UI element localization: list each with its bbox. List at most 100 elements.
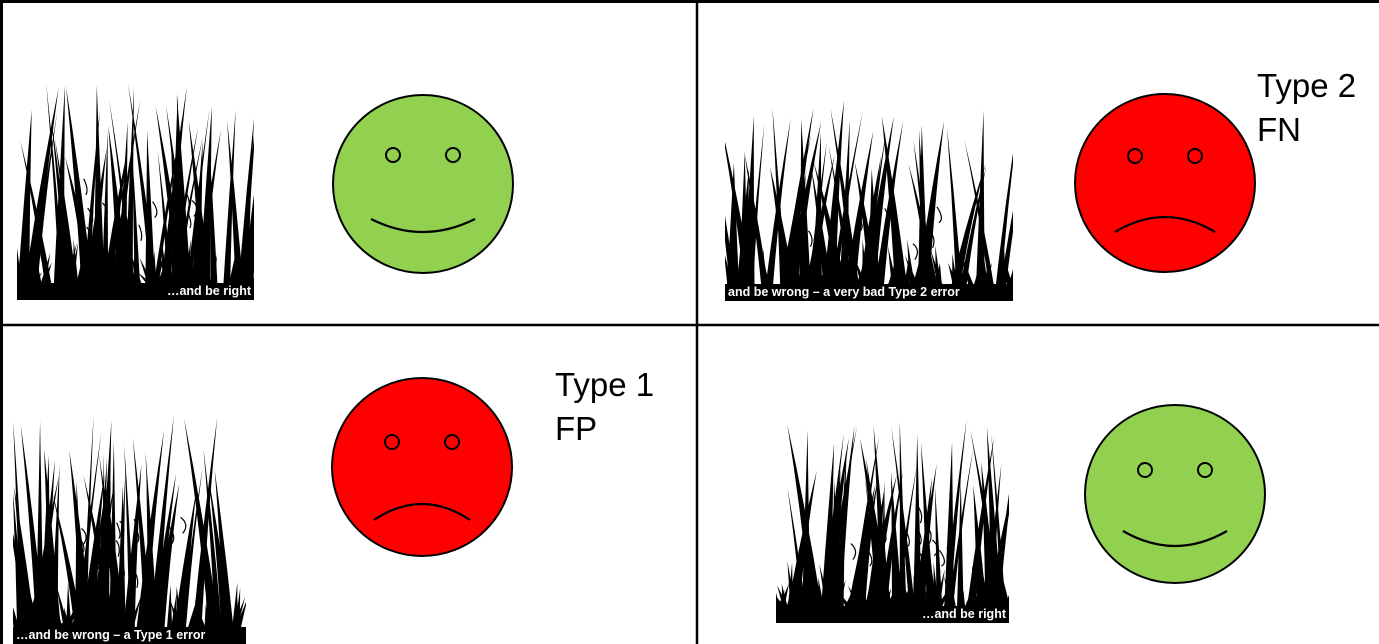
animal-stripe: [912, 243, 918, 261]
grass-blade: [957, 479, 964, 606]
grass-blade: [770, 167, 795, 284]
grass-tuft: [56, 250, 67, 283]
grass-blade: [964, 139, 994, 284]
grass-blade: [787, 424, 822, 606]
grass-blade: [748, 123, 765, 284]
image-caption: and be wrong – a very bad Type 2 error: [725, 284, 1013, 301]
grass-blade: [991, 433, 1006, 606]
grass-tuft: [907, 271, 916, 284]
grass-blade: [184, 418, 220, 627]
grass-tuft: [66, 596, 80, 627]
grass-blade: [52, 493, 83, 627]
animal-stripe: [881, 526, 887, 544]
grass-tuft: [95, 615, 101, 627]
grass-blade: [94, 458, 108, 627]
animal-stripe: [86, 226, 93, 244]
grass-tuft: [790, 249, 796, 284]
animal-stripe: [938, 549, 945, 567]
animal-stripe: [133, 518, 138, 536]
grass-silhouette: [17, 82, 254, 284]
grass-tuft: [914, 563, 920, 606]
grass-blade: [82, 415, 94, 627]
grass-tuft: [156, 271, 164, 283]
grass-tuft: [86, 600, 97, 627]
error-type-label: Type 2 FN: [1257, 64, 1356, 152]
grass-blade: [145, 130, 156, 283]
animal-stripe: [134, 571, 139, 588]
grass-blade: [170, 126, 199, 283]
error-type-abbrev: FP: [555, 410, 598, 447]
grass-silhouette: [776, 419, 1009, 606]
grass-tuft: [834, 571, 845, 606]
animal-stripe: [924, 559, 929, 577]
grass-tuft: [898, 593, 907, 606]
animal-stripe: [930, 231, 935, 249]
tiger-hidden-grass-image: …and be right: [776, 412, 1009, 623]
grass-tuft: [129, 582, 135, 627]
grass-blade: [725, 141, 753, 284]
grass-tuft: [887, 245, 897, 284]
grass-tuft: [879, 562, 885, 606]
grass-tuft: [236, 601, 246, 627]
grass-tuft: [60, 252, 66, 283]
zebra-grass-image: …and be wrong – a Type 1 error: [13, 413, 246, 644]
animal-stripe: [918, 551, 924, 569]
grass-tuft: [183, 238, 192, 283]
grass-tuft: [169, 599, 182, 627]
grass-blade: [238, 118, 254, 283]
grass-tuft: [156, 614, 163, 627]
grass-tuft: [858, 576, 865, 606]
grass-tuft: [745, 270, 751, 284]
grass-tuft: [848, 250, 859, 284]
cell-bottom-left: …and be wrong – a Type 1 error Type 1 FP: [0, 325, 697, 644]
happy-face-icon: [1083, 403, 1267, 585]
animal-stripe: [187, 211, 192, 229]
grass-tuft: [776, 592, 780, 606]
tiger-leaping-image: and be wrong – a very bad Type 2 error: [725, 96, 1013, 301]
grass-blade: [223, 109, 236, 283]
zebra-grass-image: …and be right: [17, 78, 254, 300]
animal-stripe: [169, 208, 176, 226]
grass-tuft: [88, 240, 94, 283]
grass-blade: [36, 421, 44, 627]
animal-stripe: [185, 192, 190, 209]
grass-blade: [214, 469, 234, 627]
grass-tuft: [802, 571, 808, 606]
grass-tuft: [179, 614, 185, 627]
animal-stripe: [820, 236, 825, 254]
grass-tuft: [122, 262, 134, 283]
grass-tuft: [116, 252, 122, 283]
grass-tuft: [970, 564, 976, 606]
grass-blade: [145, 451, 158, 627]
grass-tuft: [818, 577, 824, 606]
grass-tuft: [987, 255, 993, 284]
grass-tuft: [144, 611, 156, 627]
grass-tuft: [825, 249, 835, 284]
grass-tuft: [111, 262, 120, 283]
animal-stripe: [121, 560, 125, 577]
animal-stripe: [918, 230, 925, 248]
grass-blade: [836, 451, 847, 606]
grass-tuft: [725, 255, 733, 284]
grass-tuft: [66, 582, 72, 627]
happy-face-icon: [331, 93, 515, 275]
animal-stripe: [170, 217, 177, 235]
grass-tuft: [218, 605, 224, 627]
grass-tuft: [847, 585, 861, 606]
animal-stripe: [117, 228, 125, 246]
grass-tuft: [76, 255, 83, 283]
grass-blade: [951, 163, 986, 284]
grass-tuft: [988, 561, 994, 606]
grass-tuft: [935, 263, 941, 284]
grass-blade: [820, 437, 849, 606]
grass-blade: [24, 87, 59, 283]
grass-blade: [227, 120, 243, 283]
animal-stripe: [180, 516, 187, 534]
grass-tuft: [82, 243, 95, 283]
grass-blade: [149, 415, 174, 627]
grass-tuft: [866, 273, 878, 284]
animal-stripe: [138, 224, 143, 242]
grass-blade: [66, 86, 93, 283]
grass-tuft: [116, 258, 129, 283]
